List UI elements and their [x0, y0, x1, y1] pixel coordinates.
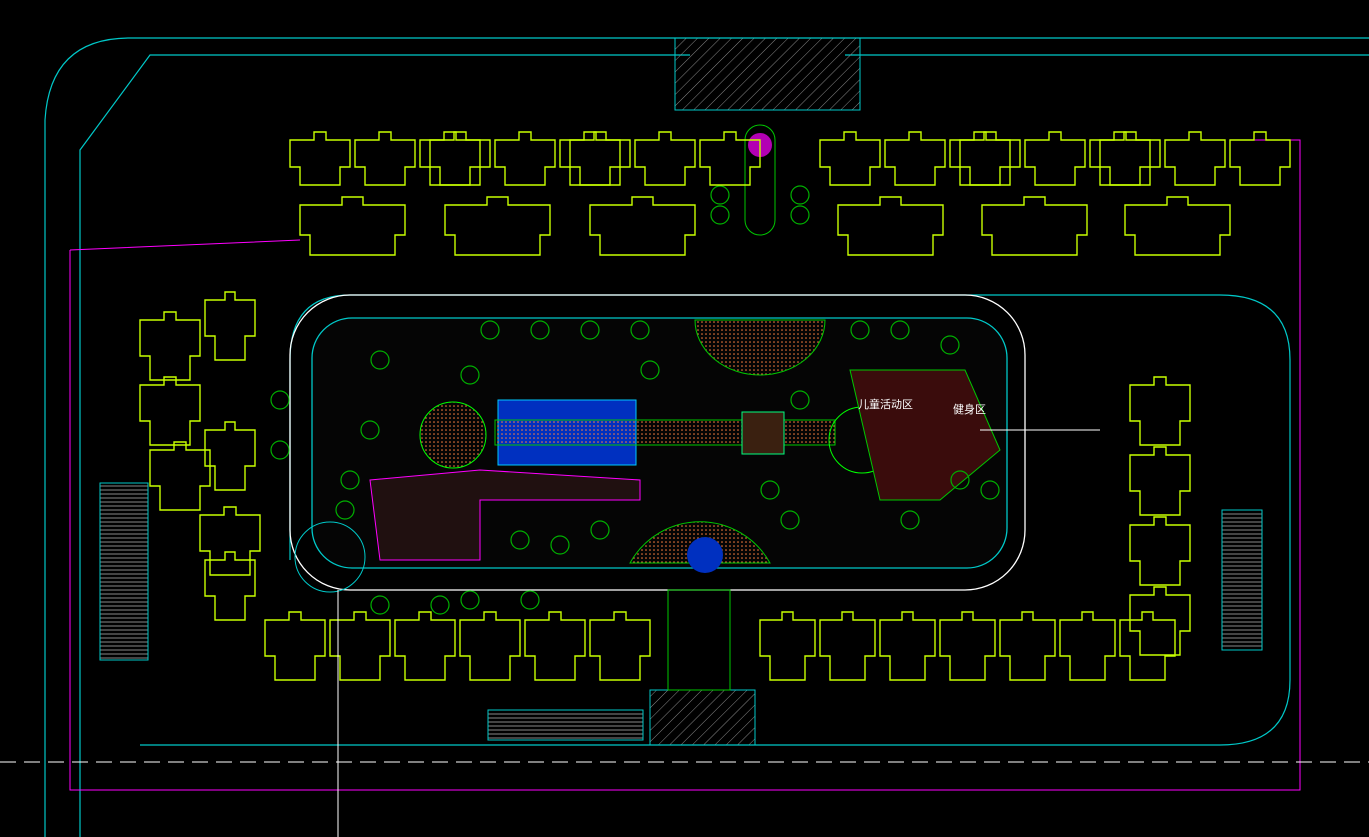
tree [530, 320, 550, 340]
building [204, 421, 256, 491]
building [329, 611, 391, 681]
fitness-area [849, 369, 1001, 501]
tree [900, 510, 920, 530]
tree [760, 480, 780, 500]
tree [430, 595, 450, 615]
building [1059, 611, 1116, 681]
building [589, 611, 651, 681]
tree [710, 185, 730, 205]
building [204, 551, 256, 621]
tree [335, 500, 355, 520]
building [569, 131, 631, 186]
building [959, 131, 1021, 186]
building [1129, 586, 1191, 656]
tree [790, 185, 810, 205]
building [837, 196, 944, 256]
tree [460, 365, 480, 385]
building [819, 611, 876, 681]
tree [270, 440, 290, 460]
building [1099, 131, 1161, 186]
building [759, 611, 816, 681]
tree [850, 320, 870, 340]
building [1124, 196, 1231, 256]
tree [340, 470, 360, 490]
building [1129, 446, 1191, 516]
tree [550, 535, 570, 555]
building [1129, 376, 1191, 446]
outer-road [140, 294, 1291, 746]
building [1119, 611, 1176, 681]
pavilion [741, 411, 785, 455]
tree [950, 470, 970, 490]
tree [510, 530, 530, 550]
building [1129, 516, 1191, 586]
label-fitness-area: 健身区 [953, 402, 986, 416]
building [699, 131, 761, 186]
tree [890, 320, 910, 340]
parking-east [1221, 509, 1263, 651]
north-plaza [694, 319, 826, 376]
building [939, 611, 996, 681]
building [1024, 131, 1086, 186]
building [879, 611, 936, 681]
building [204, 291, 256, 361]
inner-ring-road [289, 294, 1026, 591]
building [884, 131, 946, 186]
building [634, 131, 696, 186]
west-lawn-hatch [369, 469, 641, 561]
parking-west [99, 482, 149, 661]
south-fountain [687, 537, 723, 573]
tree [460, 590, 480, 610]
building [459, 611, 521, 681]
tree [590, 520, 610, 540]
tree [360, 420, 380, 440]
building [299, 196, 406, 256]
north-walkway [744, 124, 776, 236]
tree [640, 360, 660, 380]
building [1229, 131, 1291, 186]
tree [270, 390, 290, 410]
south-walkway [667, 589, 731, 691]
tree [940, 335, 960, 355]
building [981, 196, 1088, 256]
parking-south [487, 709, 644, 741]
label-children-area: 儿童活动区 [858, 397, 913, 411]
building [444, 196, 551, 256]
building [354, 131, 416, 186]
sw-circle-plaza [294, 521, 366, 593]
building [289, 131, 351, 186]
tree [630, 320, 650, 340]
building [589, 196, 696, 256]
tree [480, 320, 500, 340]
building [264, 611, 326, 681]
building [149, 441, 211, 511]
tree [370, 350, 390, 370]
tree [710, 205, 730, 225]
tree [780, 510, 800, 530]
flower-plaza [419, 401, 487, 469]
building [494, 131, 556, 186]
building [819, 131, 881, 186]
building [999, 611, 1056, 681]
building [429, 131, 491, 186]
building [199, 506, 261, 576]
building [394, 611, 456, 681]
tree [980, 480, 1000, 500]
residential-buildings [139, 131, 1291, 681]
north-entrance-plaza [674, 37, 861, 111]
trees [270, 185, 1000, 615]
south-entrance-plaza [649, 689, 756, 746]
tree [790, 390, 810, 410]
tree [370, 595, 390, 615]
building [1164, 131, 1226, 186]
building [139, 311, 201, 381]
tree [580, 320, 600, 340]
building [139, 376, 201, 446]
tree [520, 590, 540, 610]
building [524, 611, 586, 681]
tree [790, 205, 810, 225]
